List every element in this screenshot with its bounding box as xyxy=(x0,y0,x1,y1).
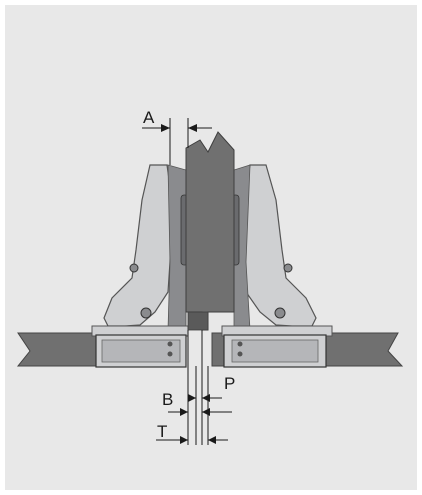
label-t: T xyxy=(157,422,167,441)
left-hinge-screw-icon xyxy=(140,307,152,319)
dimension-b: B xyxy=(162,390,232,416)
right-hinge-screw-icon xyxy=(274,307,286,319)
extension-lines xyxy=(187,330,209,445)
dimension-t: T xyxy=(156,422,228,444)
dimension-a: A xyxy=(142,108,212,165)
label-p: P xyxy=(224,374,235,393)
label-a: A xyxy=(143,108,155,127)
dimension-p: P xyxy=(188,374,235,402)
label-b: B xyxy=(162,390,173,409)
door-panel xyxy=(185,131,235,331)
right-hinge xyxy=(221,164,333,368)
